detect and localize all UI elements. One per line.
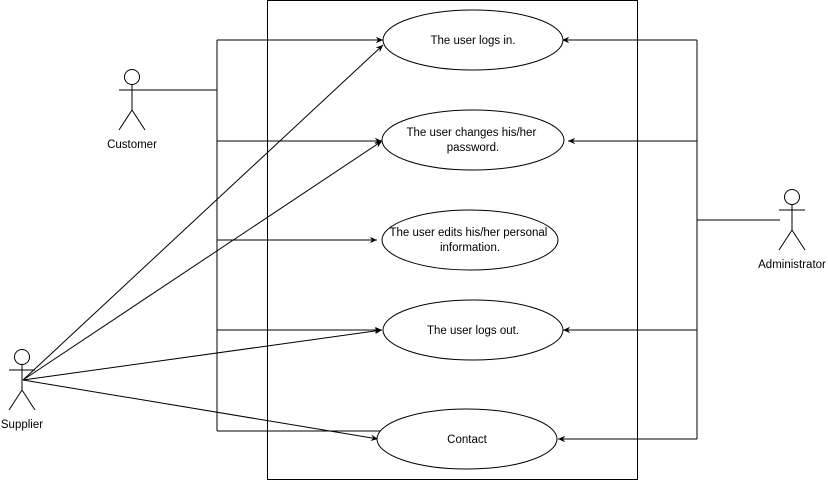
actor-customer: Customer [107,69,157,151]
actor-supplier: Supplier [1,349,43,431]
use-case-changes-password: The user changes his/her password. [381,109,565,171]
customer-stick-figure-icon [118,69,146,131]
use-case-logs-in-label: The user logs in. [430,35,515,47]
supplier-label: Supplier [1,419,43,431]
svg-text:The user logs out.: The user logs out. [427,325,519,337]
customer-label: Customer [107,139,157,151]
use-case-contact-label: Contact [447,434,487,446]
supplier-to-logs-out [22,327,383,381]
supplier-to-logs-in [22,44,384,381]
administrator-label: Administrator [758,259,826,271]
use-case-logs-out-label: The user logs out. [427,325,519,337]
supplier-to-changes-password [22,140,383,381]
svg-text:The user changes his/her: The user changes his/her password. [407,127,540,154]
use-case-edits-info-label-1: The user edits his/her personal [389,227,547,239]
use-case-changes-password-label-1: The user changes his/her [407,127,537,139]
supplier-stick-figure-icon [8,349,36,411]
svg-text:The user edits his/her persona: The user edits his/her personal informat… [389,227,550,254]
use-case-changes-password-label-2: password. [447,142,499,154]
use-case-edits-info-label-2: information. [440,242,500,254]
use-case-logs-in: The user logs in. [382,9,564,71]
administrator-stick-figure-icon [778,189,806,251]
supplier-to-contact [22,379,379,441]
use-case-edits-info: The user edits his/her personal informat… [381,209,559,271]
use-case-contact: Contact [376,408,558,470]
use-case-logs-out: The user logs out. [382,299,564,361]
svg-text:The user logs in.: The user logs in. [430,35,515,47]
svg-text:Contact: Contact [447,434,487,446]
connectors [22,36,780,443]
actor-administrator: Administrator [758,189,826,271]
